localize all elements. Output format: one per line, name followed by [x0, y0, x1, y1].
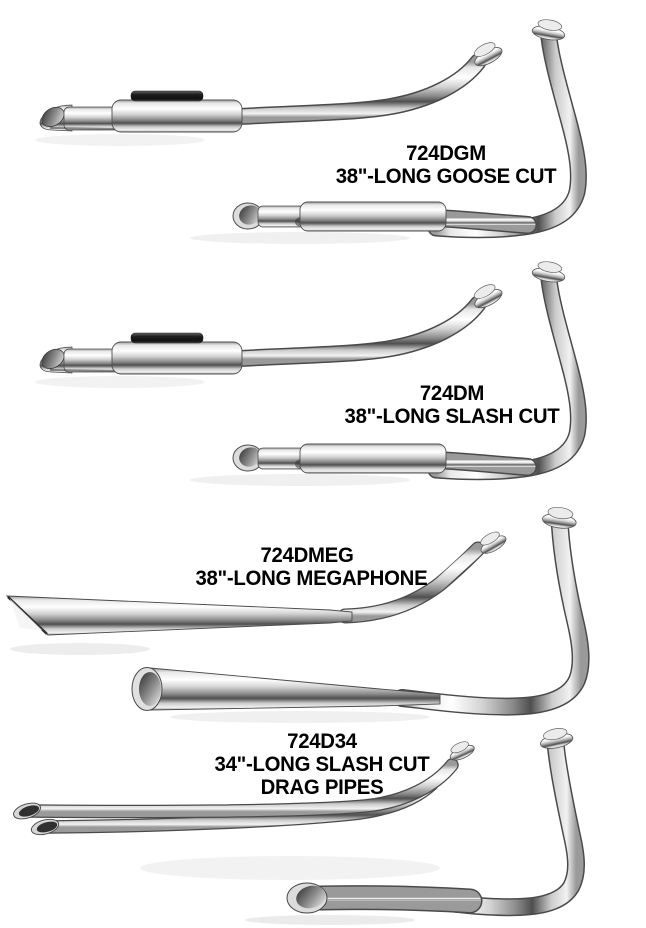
product-label-724dgm: 724DGM 38"-LONG GOOSE CUT [335, 142, 557, 188]
part-number: 724DM [419, 382, 485, 405]
part-number: 724DMEG [260, 544, 354, 567]
product-label-724d34: 724D34 34"-LONG SLASH CUT DRAG PIPES [211, 730, 432, 799]
part-description: 38"-LONG GOOSE CUT [335, 165, 557, 188]
part-number: 724D34 [287, 730, 357, 753]
exhaust-set-724dmeg-illustration [5, 506, 590, 723]
exhaust-set-724d34-illustration [13, 728, 585, 925]
product-label-724dm: 724DM 38"-LONG SLASH CUT [341, 382, 562, 428]
part-description-line2: DRAG PIPES [260, 776, 384, 799]
part-description: 38"-LONG MEGAPHONE [195, 567, 428, 590]
part-number: 724DGM [406, 142, 486, 165]
exhaust-set-724dgm-illustration [35, 17, 578, 244]
exhaust-set-724dm-illustration [35, 259, 578, 486]
part-description: 34"-LONG SLASH CUT [214, 753, 430, 776]
part-description: 38"-LONG SLASH CUT [344, 405, 560, 428]
product-label-724dmeg: 724DMEG 38"-LONG MEGAPHONE [195, 544, 428, 590]
